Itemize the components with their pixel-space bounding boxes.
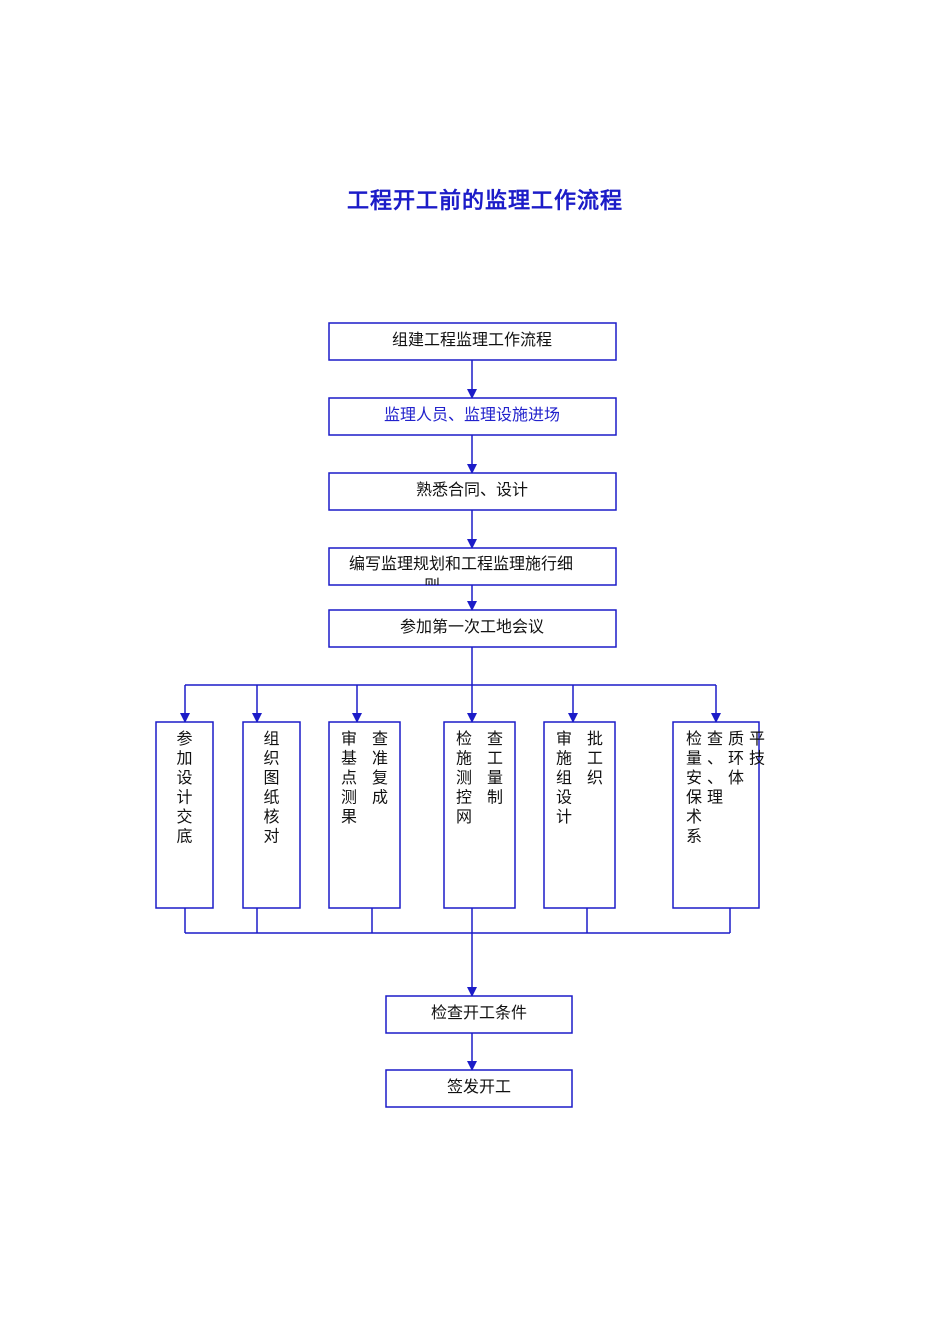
branch-label-b6-col3: 质环体 (728, 729, 744, 787)
branch-label-b6-col2: 查、、理 (707, 729, 723, 807)
branch-label-b1-col1: 参加设计交底 (176, 729, 192, 846)
branch-box-b2 (242, 721, 301, 909)
page-title: 工程开工前的监理工作流程 (346, 188, 623, 214)
step-box-s5 (328, 609, 617, 648)
branch-box-b3 (328, 721, 401, 909)
branch-box-b6 (672, 721, 760, 909)
branch-box-b5 (543, 721, 616, 909)
branch-label-b6-col4: 平技 (749, 729, 765, 768)
step-label-s2: 监理人员、监理设施进场 (384, 405, 560, 424)
branch-label-b4-col1: 检施测控网 (456, 729, 472, 826)
final-label-f2: 签发开工 (447, 1077, 511, 1096)
branch-label-b5-col2: 批工织 (587, 729, 603, 787)
step-box-s1 (328, 322, 617, 361)
step-box-s3 (328, 472, 617, 511)
connectors (180, 360, 731, 1071)
branch-label-b3-col2: 查准复成 (372, 729, 388, 807)
branch-label-b5-col1: 审施组设计 (556, 729, 572, 826)
step-label-s1: 组建工程监理工作流程 (392, 330, 552, 349)
branch-label-b4-col2: 查工量制 (487, 729, 503, 807)
branch-label-b6-col1: 检量安保术系 (686, 729, 702, 846)
branch-label-b2-col1: 组织图纸核对 (263, 729, 279, 846)
step-label-s4: 编写监理规划和工程监理施行细则 (349, 554, 573, 595)
final-box-f2 (385, 1069, 573, 1108)
final-box-f1 (385, 995, 573, 1034)
branch-label-b3-col1: 审基点测果 (341, 729, 357, 826)
step-label-s3: 熟悉合同、设计 (416, 480, 528, 499)
branch-box-b1 (155, 721, 214, 909)
final-label-f1: 检查开工条件 (431, 1003, 527, 1022)
step-label-s5: 参加第一次工地会议 (400, 617, 544, 636)
step-box-s2 (328, 397, 617, 436)
boxes: 组建工程监理工作流程监理人员、监理设施进场熟悉合同、设计编写监理规划和工程监理施… (155, 322, 765, 1108)
branch-box-b4 (443, 721, 516, 909)
step-box-s4 (328, 547, 617, 586)
